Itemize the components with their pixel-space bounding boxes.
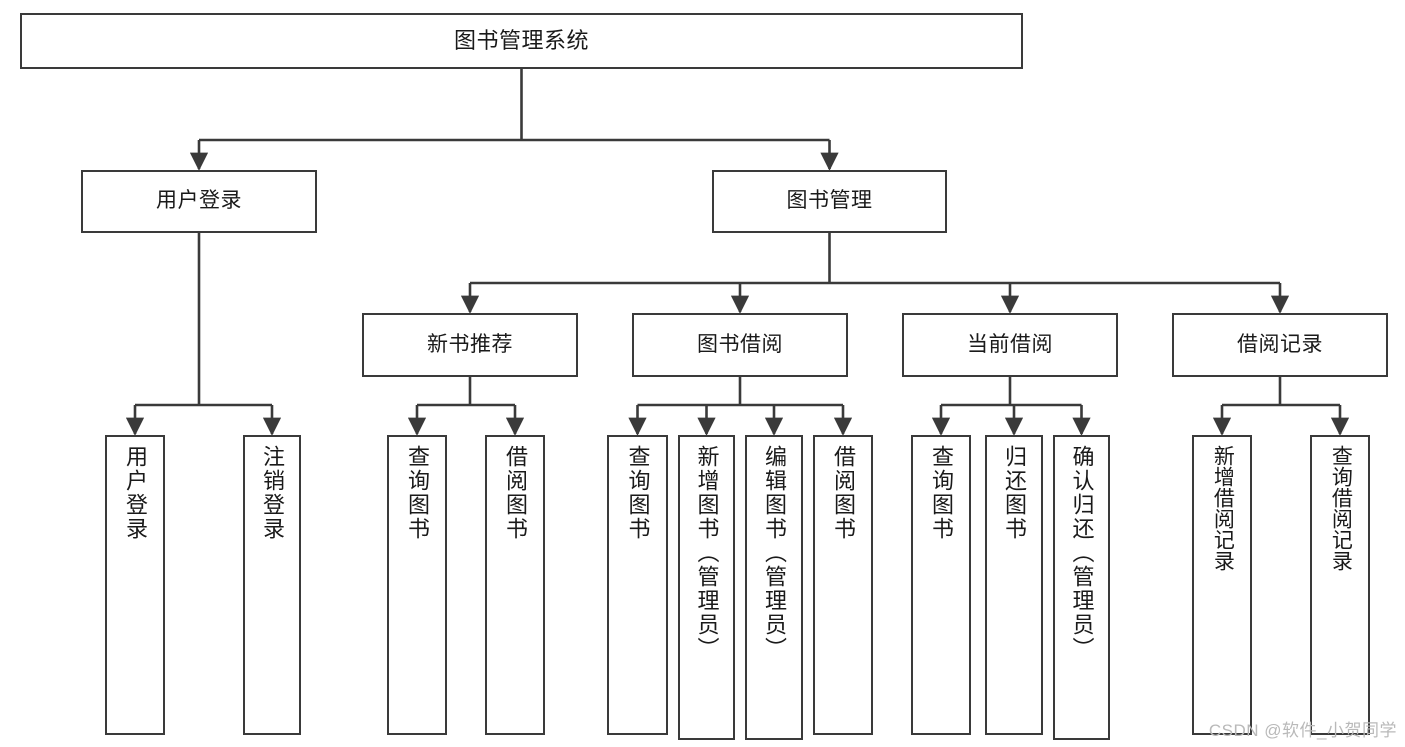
node-label-current-borrow: 当前借阅 bbox=[967, 332, 1053, 356]
node-leaf-query-book-1[interactable]: 查询图书 bbox=[387, 435, 447, 735]
node-label-book-borrow: 图书借阅 bbox=[697, 332, 783, 356]
node-label-leaf-edit-book: 编辑图书（管理员） bbox=[761, 445, 787, 661]
node-label-book-manage: 图书管理 bbox=[786, 189, 873, 213]
node-leaf-query-record[interactable]: 查询借阅记录 bbox=[1310, 435, 1370, 735]
node-borrow-record[interactable]: 借阅记录 bbox=[1172, 313, 1388, 377]
node-leaf-borrow-book-1[interactable]: 借阅图书 bbox=[485, 435, 545, 735]
node-leaf-query-book-3[interactable]: 查询图书 bbox=[911, 435, 971, 735]
node-label-leaf-borrow-book-2: 借阅图书 bbox=[830, 445, 856, 541]
node-label-leaf-logout: 注销登录 bbox=[259, 445, 285, 541]
node-label-borrow-record: 借阅记录 bbox=[1237, 332, 1323, 356]
node-user-login[interactable]: 用户登录 bbox=[81, 170, 317, 233]
node-label-leaf-return-book: 归还图书 bbox=[1001, 445, 1027, 541]
node-leaf-return-book[interactable]: 归还图书 bbox=[985, 435, 1043, 735]
node-book-manage[interactable]: 图书管理 bbox=[712, 170, 947, 233]
node-label-new-book-rec: 新书推荐 bbox=[427, 332, 513, 356]
watermark-label: CSDN @软件_小贺同学 bbox=[1208, 721, 1397, 740]
node-label-root: 图书管理系统 bbox=[453, 28, 589, 54]
node-leaf-add-record[interactable]: 新增借阅记录 bbox=[1192, 435, 1252, 735]
node-label-leaf-borrow-book-1: 借阅图书 bbox=[502, 445, 528, 541]
node-label-leaf-user-login: 用户登录 bbox=[122, 445, 148, 541]
node-new-book-rec[interactable]: 新书推荐 bbox=[362, 313, 578, 377]
node-label-leaf-add-record: 新增借阅记录 bbox=[1211, 445, 1235, 571]
node-label-leaf-query-record: 查询借阅记录 bbox=[1329, 445, 1353, 571]
node-label-leaf-confirm-return: 确认归还（管理员） bbox=[1069, 445, 1095, 661]
node-leaf-confirm-return[interactable]: 确认归还（管理员） bbox=[1053, 435, 1110, 740]
node-label-user-login: 用户登录 bbox=[156, 189, 242, 213]
node-label-leaf-query-book-3: 查询图书 bbox=[928, 445, 954, 541]
node-leaf-edit-book[interactable]: 编辑图书（管理员） bbox=[745, 435, 803, 740]
node-root[interactable]: 图书管理系统 bbox=[20, 13, 1023, 69]
node-current-borrow[interactable]: 当前借阅 bbox=[902, 313, 1118, 377]
node-leaf-borrow-book-2[interactable]: 借阅图书 bbox=[813, 435, 873, 735]
node-label-leaf-add-book: 新增图书（管理员） bbox=[694, 445, 720, 661]
node-leaf-logout[interactable]: 注销登录 bbox=[243, 435, 301, 735]
node-leaf-user-login[interactable]: 用户登录 bbox=[105, 435, 165, 735]
node-label-leaf-query-book-1: 查询图书 bbox=[404, 445, 430, 541]
node-leaf-add-book[interactable]: 新增图书（管理员） bbox=[678, 435, 735, 740]
node-label-leaf-query-book-2: 查询图书 bbox=[625, 445, 651, 541]
node-leaf-query-book-2[interactable]: 查询图书 bbox=[607, 435, 668, 735]
node-book-borrow[interactable]: 图书借阅 bbox=[632, 313, 848, 377]
